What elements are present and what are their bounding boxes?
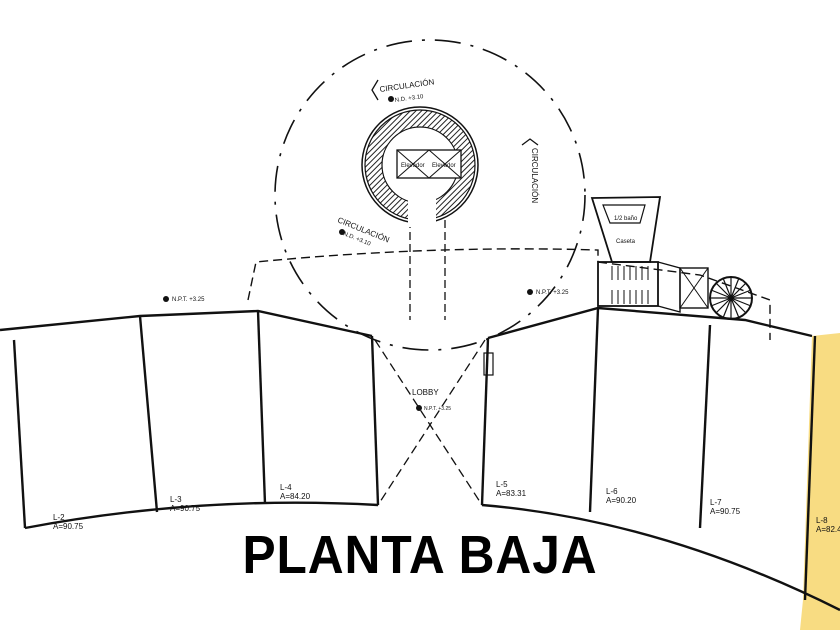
unit-id[interactable]: L-8 <box>816 516 828 525</box>
service-block: 1/2 baño Caseta <box>590 196 753 320</box>
level-marker-icon <box>339 229 345 235</box>
stair-treads <box>611 266 649 304</box>
elevator-label: Elevador <box>401 163 425 169</box>
level-label: N.P.T. +3.25 <box>172 297 205 303</box>
circulation-label: CIRCULACIÓN <box>379 77 435 94</box>
canopy-outline <box>247 248 771 340</box>
service-room <box>679 267 709 309</box>
unit-id: L-4 <box>280 483 292 492</box>
unit-area[interactable]: A=82.4 <box>816 525 840 534</box>
spiral-stair-icon <box>709 276 753 320</box>
circulation-ring <box>274 39 586 351</box>
arrow-icon <box>371 79 379 101</box>
unit-id: L-6 <box>606 487 618 496</box>
shops-outline <box>0 306 840 612</box>
level-marker-icon <box>163 296 169 302</box>
unit-area: A=83.31 <box>496 489 527 498</box>
level-label: N.P.T. +3.25 <box>424 406 451 412</box>
unit-area: A=90.75 <box>710 507 741 516</box>
elevator-core: Elevador Elevador <box>361 106 479 227</box>
unit-labels: L-2 A=90.75 L-3 A=90.75 L-4 A=84.20 L-5 … <box>53 480 840 534</box>
circulation-labels: CIRCULACIÓN N.D. +3.10 CIRCULACIÓN CIRCU… <box>163 77 569 303</box>
level-marker-icon <box>388 96 394 102</box>
unit-id: L-5 <box>496 480 508 489</box>
arrow-icon <box>521 138 539 146</box>
booth-label: Caseta <box>616 239 636 245</box>
unit-area: A=90.75 <box>53 522 84 531</box>
unit-area: A=84.20 <box>280 492 311 501</box>
lobby-door <box>483 352 494 376</box>
unit-id: L-7 <box>710 498 722 507</box>
unit-id: L-3 <box>170 495 182 504</box>
unit-area: A=90.75 <box>170 504 201 513</box>
level-label: N.D. +3.10 <box>394 94 424 104</box>
elevator-label: Elevador <box>432 163 456 169</box>
unit-area: A=90.20 <box>606 496 637 505</box>
level-marker-icon <box>527 289 533 295</box>
half-bath-label: 1/2 baño <box>614 216 638 222</box>
unit-l8-highlight[interactable] <box>800 333 840 630</box>
unit-id: L-2 <box>53 513 65 522</box>
stairwell <box>597 261 659 307</box>
lobby: LOBBY N.P.T. +3.25 <box>374 339 494 506</box>
lobby-label: LOBBY <box>412 388 439 397</box>
circulation-label: CIRCULACIÓN <box>530 148 539 203</box>
level-label: N.P.T. +3.25 <box>536 290 569 296</box>
level-marker-icon <box>416 405 422 411</box>
plan-title: PLANTA BAJA <box>242 525 598 585</box>
